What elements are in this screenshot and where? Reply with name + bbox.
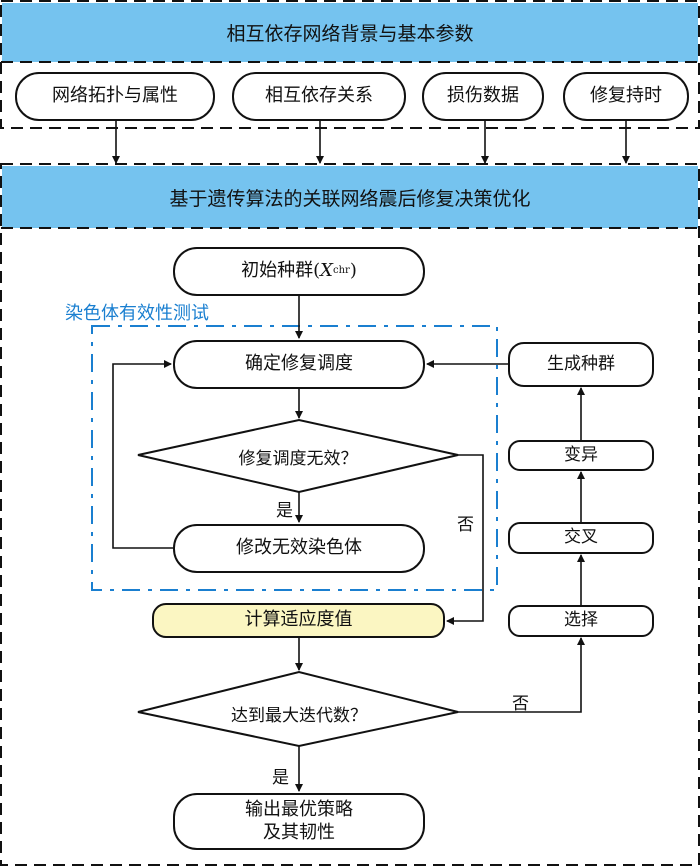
input-repair-duration: 修复持时 — [563, 72, 689, 121]
mutation: 变异 — [508, 440, 654, 471]
output-line-2: 及其韧性 — [263, 821, 335, 843]
decision-max-iterations — [137, 670, 459, 748]
input-network-topology: 网络拓扑与属性 — [15, 72, 215, 121]
yes-label-1: 是 — [276, 501, 293, 521]
no-label-1: 否 — [457, 515, 474, 535]
output-line-1: 输出最优策略 — [245, 799, 353, 820]
output-optimal-strategy: 输出最优策略 及其韧性 — [173, 793, 425, 850]
section-ga-border — [0, 163, 700, 866]
input-damage-data: 损伤数据 — [422, 72, 544, 121]
init-prefix: 初始种群( — [241, 260, 321, 282]
selection: 选择 — [508, 605, 654, 637]
input-interdependency: 相互依存关系 — [232, 72, 406, 121]
compute-fitness: 计算适应度值 — [152, 603, 445, 638]
validity-test-label: 染色体有效性测试 — [65, 303, 209, 324]
fix-invalid-chromosome: 修改无效染色体 — [173, 524, 425, 573]
generate-population: 生成种群 — [508, 342, 654, 387]
init-var: X — [320, 260, 333, 282]
header-background-params: 相互依存网络背景与基本参数 — [2, 3, 698, 62]
determine-schedule: 确定修复调度 — [173, 340, 425, 389]
decision-invalid-schedule — [137, 418, 459, 494]
init-suffix: ) — [349, 260, 357, 282]
validity-test-border — [91, 325, 498, 591]
invalid-schedule-question: 修复调度无效？ — [238, 449, 358, 469]
init-sub: chr — [333, 265, 350, 277]
crossover: 交叉 — [508, 522, 654, 554]
header-ga-optimization: 基于遗传算法的关联网络震后修复决策优化 — [2, 166, 698, 228]
max-iterations-question: 达到最大迭代数？ — [231, 706, 367, 726]
yes-label-2: 是 — [272, 768, 289, 788]
section-params-border — [0, 0, 700, 129]
no-label-2: 否 — [512, 694, 529, 714]
